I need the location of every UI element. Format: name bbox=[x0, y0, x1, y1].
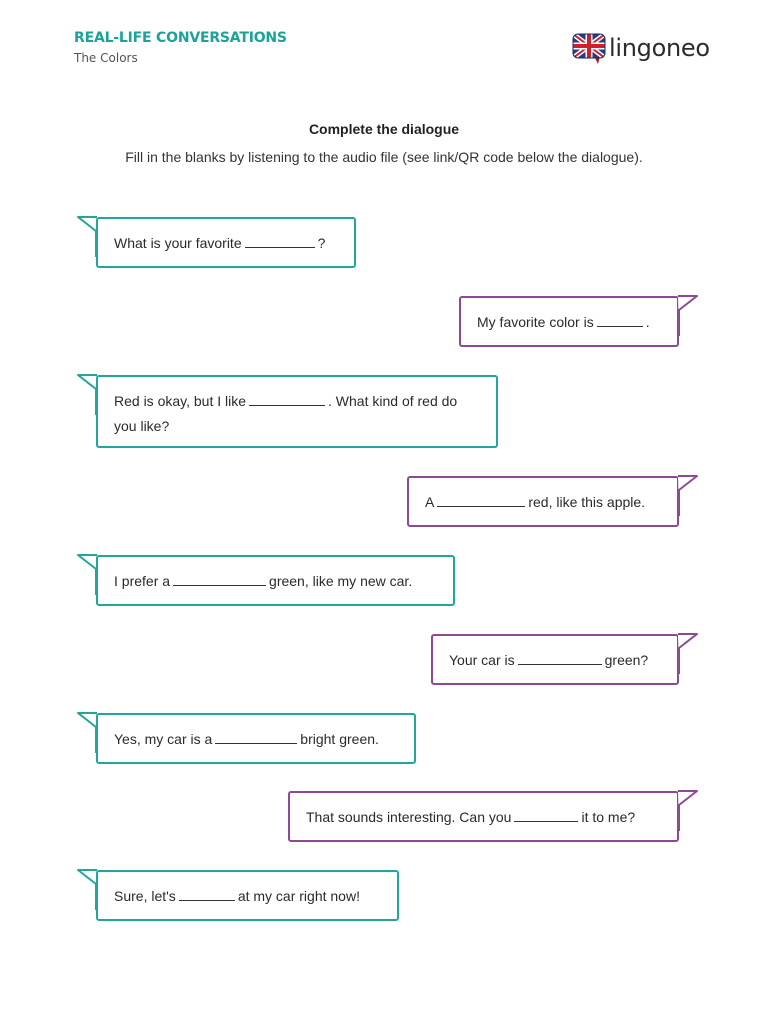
dialogue-text: . bbox=[645, 314, 650, 330]
dialogue-line: Your car is green? bbox=[431, 634, 679, 685]
answer-blank[interactable] bbox=[517, 649, 602, 665]
dialogue-text: ? bbox=[317, 235, 326, 251]
instructions-text: Fill in the blanks by listening to the a… bbox=[125, 149, 643, 165]
dialogue-text: My favorite color is bbox=[477, 314, 594, 330]
dialogue-text: Sure, let's bbox=[114, 888, 176, 904]
dialogue-text: Yes, my car is a bbox=[114, 731, 213, 747]
speech-bubble-right: My favorite color is. bbox=[459, 295, 698, 347]
dialogue-line: That sounds interesting. Can you it to me… bbox=[288, 791, 679, 842]
dialogue-text: bright green. bbox=[300, 731, 379, 747]
dialogue-text: A bbox=[425, 494, 435, 510]
bubble-tail bbox=[77, 216, 97, 257]
answer-blank[interactable] bbox=[437, 491, 526, 507]
answer-blank[interactable] bbox=[215, 728, 298, 744]
answer-blank[interactable] bbox=[249, 390, 326, 406]
logo-wordmark: lingoneo bbox=[609, 34, 710, 62]
bubble-tail bbox=[77, 712, 97, 753]
dialogue-text: green, like my new car. bbox=[269, 573, 413, 589]
speech-bubble-left: Sure, let's at my car right now! bbox=[77, 869, 399, 921]
lingoneo-logo: lingoneo bbox=[572, 31, 710, 65]
dialogue-text: That sounds interesting. Can you bbox=[306, 809, 512, 825]
dialogue-text: green? bbox=[604, 652, 649, 668]
dialogue-line: What is your favorite? bbox=[96, 217, 356, 268]
answer-blank[interactable] bbox=[173, 570, 267, 586]
answer-blank[interactable] bbox=[596, 311, 643, 327]
dialogue-text: What is your favorite bbox=[114, 235, 242, 251]
answer-blank[interactable] bbox=[514, 806, 579, 822]
bubble-tail bbox=[77, 374, 97, 415]
speech-bubble-left: I prefer a green, like my new car. bbox=[77, 554, 455, 606]
instructions-title: Complete the dialogue bbox=[308, 121, 460, 137]
bubble-tail bbox=[77, 869, 97, 910]
speech-bubble-left: Red is okay, but I like. What kind of re… bbox=[77, 374, 498, 448]
uk-flag-speech-bubble-icon bbox=[572, 33, 606, 64]
dialogue-line: I prefer a green, like my new car. bbox=[96, 555, 455, 606]
dialogue-text: . What kind of red do you like? bbox=[114, 393, 458, 434]
worksheet-header: REAL-LIFE CONVERSATIONS The Colors bbox=[74, 30, 287, 65]
dialogue-line: Yes, my car is a bright green. bbox=[96, 713, 416, 764]
dialogue-text: Your car is bbox=[449, 652, 515, 668]
bubble-tail bbox=[678, 633, 698, 674]
dialogue-line: Red is okay, but I like. What kind of re… bbox=[96, 375, 498, 448]
worksheet-subtitle: The Colors bbox=[74, 51, 138, 65]
bubble-tail bbox=[678, 790, 698, 831]
bubble-tail bbox=[678, 295, 698, 336]
dialogue-text: it to me? bbox=[581, 809, 636, 825]
answer-blank[interactable] bbox=[244, 232, 315, 248]
speech-bubble-left: Yes, my car is a bright green. bbox=[77, 712, 416, 764]
instructions: Complete the dialogue Fill in the blanks… bbox=[0, 121, 768, 165]
dialogue-line: Sure, let's at my car right now! bbox=[96, 870, 399, 921]
dialogue-text: Red is okay, but I like bbox=[114, 393, 247, 409]
dialogue-text: I prefer a bbox=[114, 573, 171, 589]
dialogue-text: red, like this apple. bbox=[528, 494, 646, 510]
answer-blank[interactable] bbox=[178, 885, 235, 901]
bubble-tail bbox=[678, 475, 698, 516]
bubble-tail bbox=[77, 554, 97, 595]
speech-bubble-left: What is your favorite? bbox=[77, 216, 356, 268]
worksheet-title: REAL-LIFE CONVERSATIONS bbox=[74, 30, 287, 46]
speech-bubble-right: That sounds interesting. Can you it to me… bbox=[288, 790, 698, 842]
dialogue-text: at my car right now! bbox=[237, 888, 360, 904]
speech-bubble-right: Your car is green? bbox=[431, 633, 698, 685]
dialogue-line: My favorite color is. bbox=[459, 296, 679, 347]
